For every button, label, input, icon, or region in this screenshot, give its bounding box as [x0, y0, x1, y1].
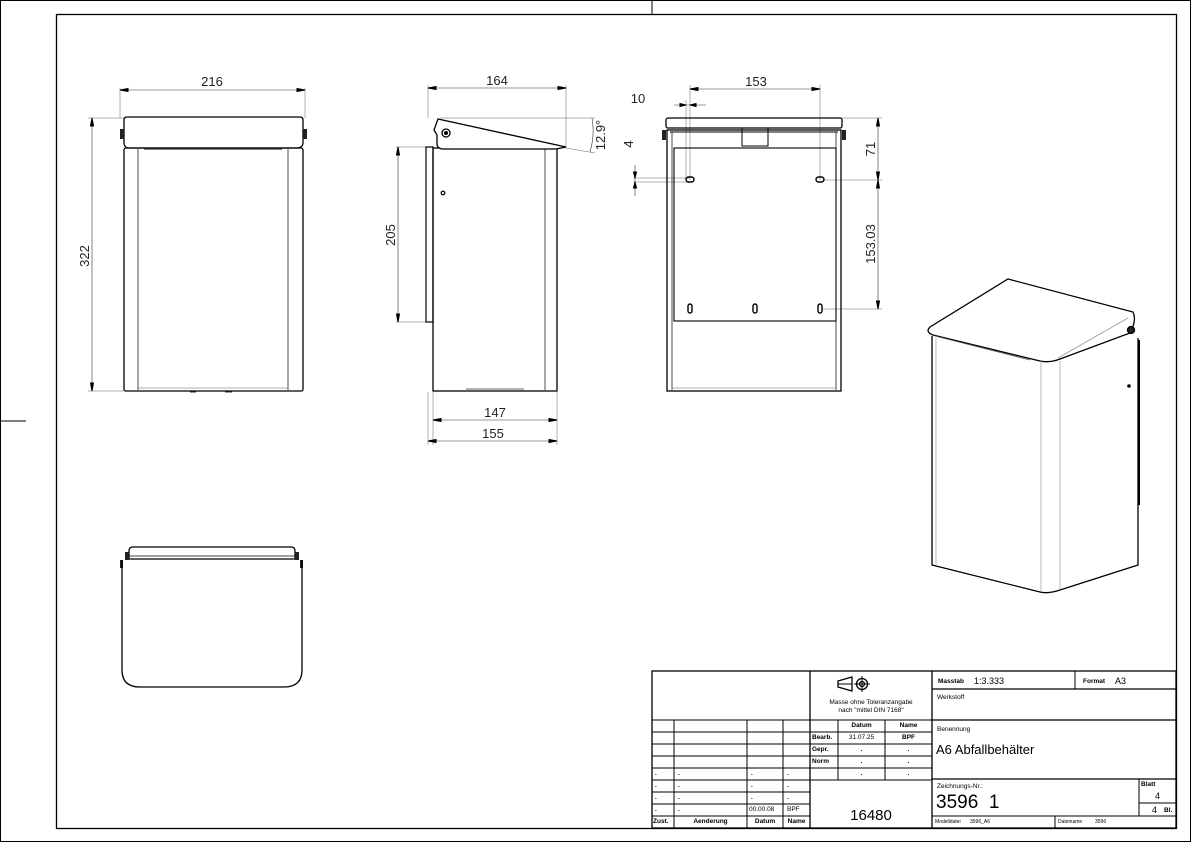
title-block-lines — [651, 670, 1177, 829]
format-label: Format — [1083, 678, 1106, 685]
dim-10: 10 — [631, 91, 645, 106]
top-view — [120, 546, 303, 688]
rev-1-datum: . — [751, 782, 753, 789]
format-value: A3 — [1115, 676, 1127, 686]
row-gepr-datum: . — [860, 746, 863, 753]
row-bearb-name: BPF — [902, 734, 915, 741]
rev-1-aenderung: . — [678, 782, 680, 789]
row-extra-datum: . — [860, 770, 863, 777]
drawing-frame — [55, 13, 1178, 830]
dim-4: 4 — [621, 140, 636, 147]
row-norm-label: Norm — [812, 758, 829, 765]
row-norm-name: . — [907, 758, 910, 765]
dim-147: 147 — [484, 405, 506, 420]
benennung-value: A6 Abfallbehälter — [936, 742, 1035, 757]
massstab-label: Masstab — [938, 678, 965, 685]
blatt-label: Blatt — [1141, 781, 1156, 788]
rev-0-datum: . — [751, 770, 753, 777]
rev-3-aenderung: . — [678, 806, 680, 813]
side-view — [395, 85, 596, 445]
dim-322: 322 — [77, 245, 92, 267]
header-name: Name — [899, 722, 918, 729]
row-extra-name: . — [907, 770, 910, 777]
row-gepr-name: . — [907, 746, 910, 753]
rev-1-zust: . — [655, 782, 657, 789]
rev-3-datum: 00.00.08 — [749, 806, 775, 813]
part-number: 16480 — [850, 807, 892, 824]
rev-2-zust: . — [655, 794, 657, 801]
row-bearb-label: Bearb. — [812, 734, 833, 741]
massstab-value: 1:3.333 — [974, 676, 1005, 686]
rev-0-aenderung: . — [678, 770, 680, 777]
rev-3-zust: . — [655, 806, 657, 813]
rev-3-name: BPF — [787, 806, 800, 813]
dateiname-label: Dateiname — [1058, 819, 1083, 825]
rev-0-name: . — [787, 770, 789, 777]
dim-153: 153 — [745, 74, 767, 89]
modelldatei-label: Modelldatei — [935, 819, 961, 825]
dim-205: 205 — [383, 224, 398, 246]
rev-header-aenderung: Aenderung — [693, 818, 728, 825]
dim-155: 155 — [482, 426, 504, 441]
row-gepr-label: Gepr. — [812, 746, 829, 753]
rev-2-aenderung: . — [678, 794, 680, 801]
dim-164: 164 — [486, 73, 508, 88]
dateiname-value: 3596 — [1095, 819, 1107, 825]
first-angle-projection-icon — [837, 676, 870, 692]
tolerance-note-line1: Masse ohne Toleranzangabe — [829, 699, 913, 706]
blatt-total: 4 — [1152, 805, 1158, 815]
blatt-total-label: Bl. — [1164, 807, 1173, 814]
modelldatei-value: 3596_A6 — [970, 819, 991, 825]
header-datum: Datum — [851, 722, 872, 729]
zeichnungs-nr-label: Zeichnungs-Nr.: — [937, 783, 983, 790]
rev-header-datum: Datum — [754, 818, 776, 825]
back-view — [632, 85, 882, 392]
row-bearb-datum: 31.07.25 — [848, 734, 875, 741]
dim-216: 216 — [201, 74, 223, 89]
rev-2-name: . — [787, 794, 789, 801]
dim-71: 71 — [863, 142, 878, 156]
dim-angle: 12.9° — [593, 120, 608, 151]
rev-2-datum: . — [751, 794, 753, 801]
isometric-view — [927, 278, 1140, 594]
benennung-label: Benennung — [937, 726, 971, 733]
front-view — [88, 87, 307, 393]
tolerance-note-line2: nach "mittel DIN 7168" — [838, 707, 904, 714]
rev-header-zust: Zust. — [653, 818, 669, 825]
rev-1-name: . — [787, 782, 789, 789]
rev-0-zust: . — [655, 770, 657, 777]
zeichnungs-nr-value: 3596 1 — [936, 792, 1000, 813]
row-norm-datum: . — [860, 758, 863, 765]
blatt-value: 4 — [1154, 791, 1160, 801]
werkstoff-label: Werkstoff — [937, 694, 965, 701]
rev-header-name: Name — [787, 818, 806, 825]
dim-153-03: 153.03 — [863, 224, 878, 264]
